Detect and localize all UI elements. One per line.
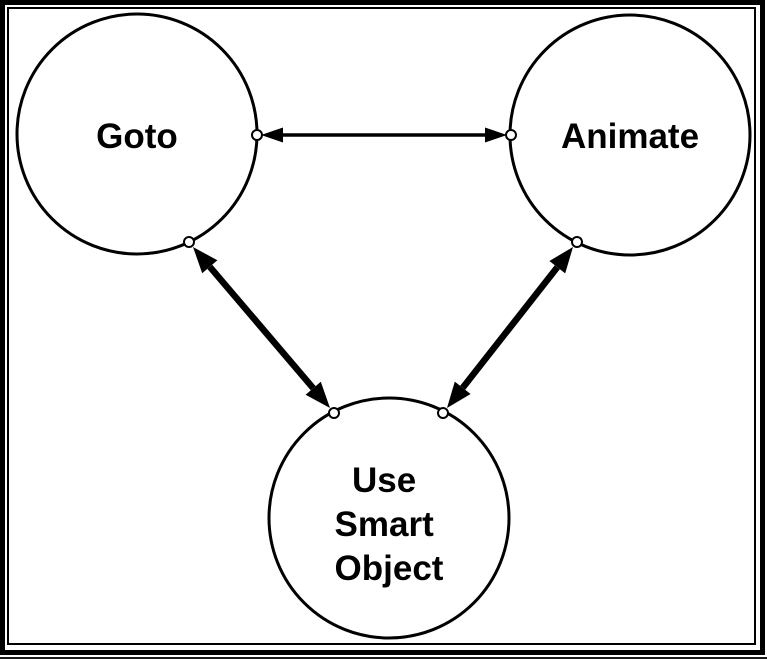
connection-point-animate-bottom <box>571 236 583 248</box>
node-use-smart-object: Use Smart Object <box>267 396 511 640</box>
use-smart-object-label-line2: Smart <box>335 505 435 544</box>
edge-goto-smart-object <box>193 247 330 408</box>
use-smart-object-label-line1: Use <box>352 461 416 500</box>
edge-goto-animate <box>261 127 507 143</box>
goto-label: Goto <box>96 117 178 156</box>
node-animate: Animate <box>508 13 752 257</box>
arrowhead-toward-animate-icon <box>485 127 507 143</box>
arrowhead-toward-smart-object-left-icon <box>305 381 330 408</box>
use-smart-object-label: Use Smart Object <box>335 461 444 588</box>
connection-point-smart-object-topleft <box>328 407 340 419</box>
arrowhead-toward-smart-object-right-icon <box>447 381 471 408</box>
arrowhead-toward-goto-icon <box>261 127 283 143</box>
inner-frame-border <box>7 7 756 645</box>
bottom-edge-strip <box>0 657 767 659</box>
arrowhead-toward-goto-bottom-icon <box>193 247 218 274</box>
edge-goto-smart-object-line <box>207 264 316 391</box>
connection-point-smart-object-topright <box>437 407 449 419</box>
connection-point-animate-left <box>505 129 517 141</box>
connection-point-goto-right <box>251 129 263 141</box>
edge-animate-smart-object-line <box>460 265 560 390</box>
node-goto: Goto <box>15 12 259 256</box>
connection-point-goto-bottom <box>183 236 195 248</box>
use-smart-object-label-line3: Object <box>335 549 444 588</box>
use-smart-object-circle <box>267 396 511 640</box>
edge-animate-smart-object <box>447 247 573 408</box>
arrowhead-toward-animate-bottom-icon <box>549 247 573 274</box>
animate-label: Animate <box>561 117 699 156</box>
